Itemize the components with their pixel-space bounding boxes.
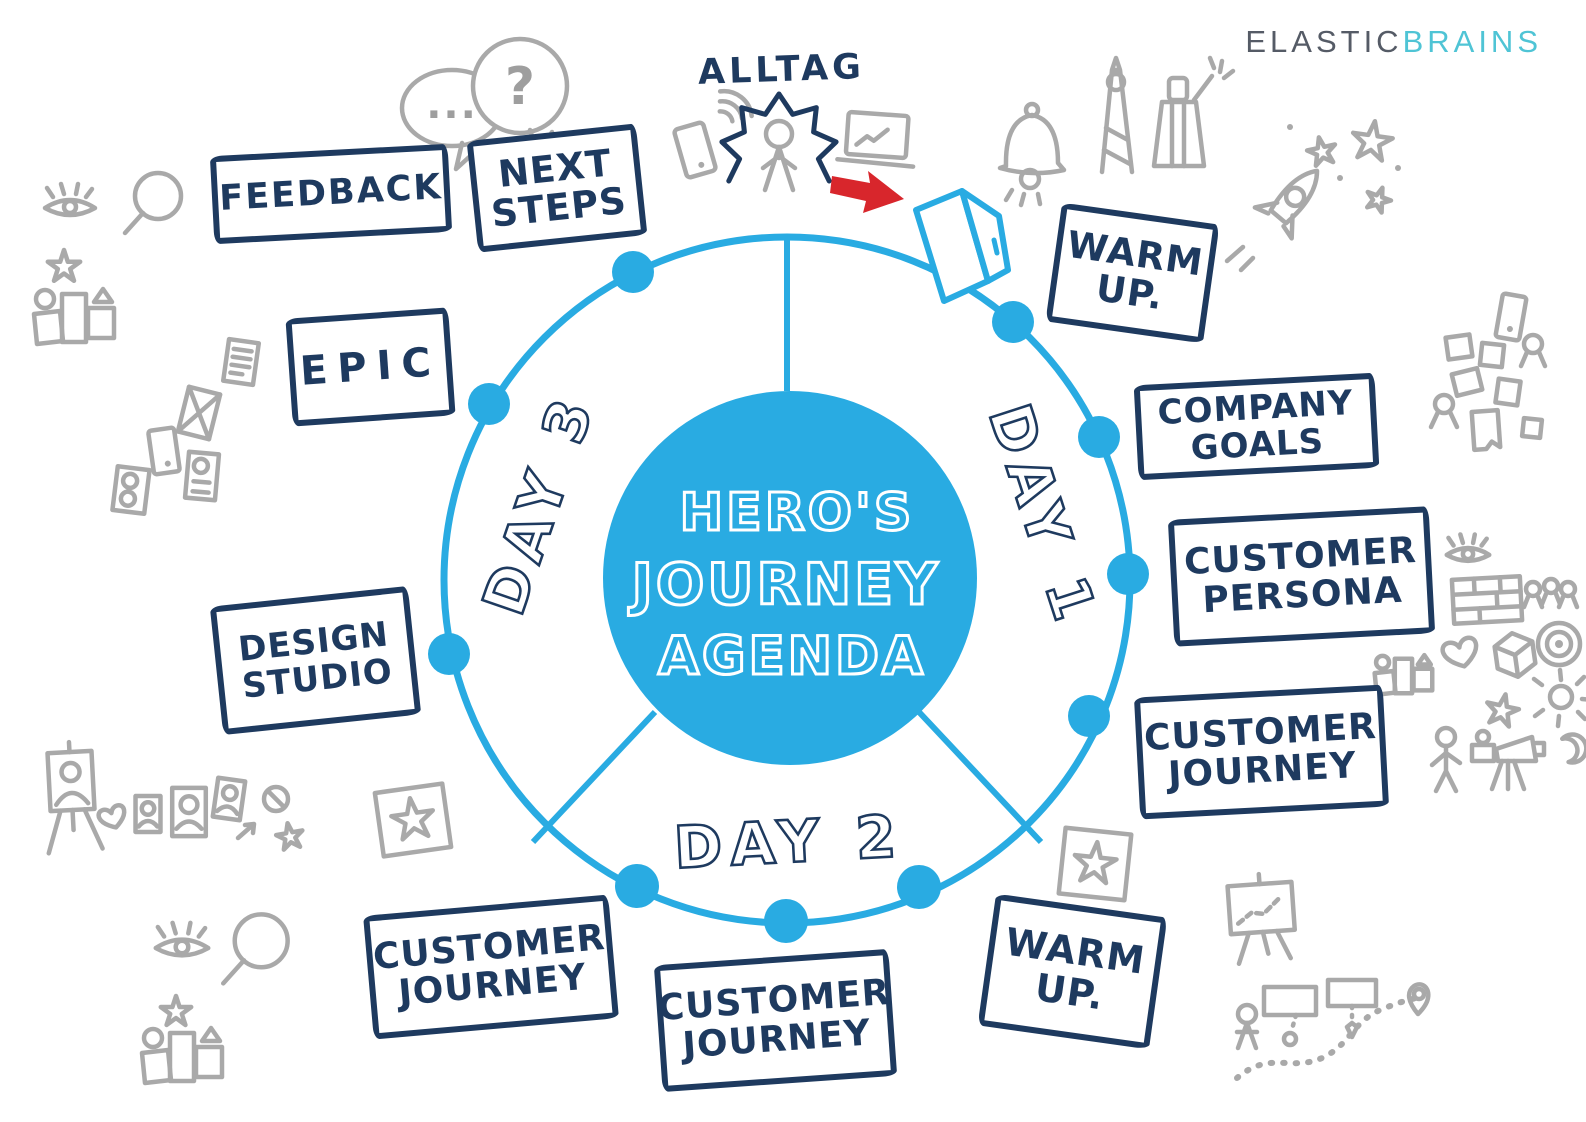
ring-dot (1107, 553, 1149, 595)
box-customer-journey-right: CUSTOMER JOURNEY (1133, 684, 1390, 820)
star-icon (1483, 691, 1521, 728)
magnifier-icon (125, 173, 181, 233)
winner-podium-icon (142, 1028, 222, 1083)
open-door-icon (913, 188, 1011, 304)
people-icon (1428, 392, 1460, 430)
no-sign-icon (261, 784, 291, 814)
box-company-goals: COMPANY GOALS (1133, 372, 1380, 481)
alltag-label: ALLTAG (697, 47, 866, 93)
megaphone-crew-icon (1429, 725, 1547, 794)
rocket-icon (1224, 168, 1320, 273)
tower-icon (1099, 55, 1135, 175)
sun-icon (1531, 667, 1586, 729)
star-icon (274, 821, 305, 851)
ring-dot (615, 864, 659, 908)
question-mark-text: ? (505, 57, 537, 117)
red-arrow-icon (830, 171, 904, 213)
laptop-chart-icon (835, 109, 916, 169)
easel-portrait-icon (45, 739, 105, 856)
box-warm-up-top-right: WARM UP. (1045, 202, 1220, 344)
ring-dot (428, 633, 470, 675)
day-2-label: DAY 2 (672, 802, 905, 882)
box-customer-journey-bottom-left: CUSTOMER JOURNEY (363, 894, 619, 1040)
ring-dots (428, 251, 1149, 943)
brick-wall-icon (1449, 574, 1525, 626)
logo-secondary: BRAINS (1402, 24, 1542, 59)
box-warm-up-bottom-right: WARM UP. (977, 893, 1168, 1050)
star-in-square-icon (375, 784, 451, 857)
celebrating-person-icon (1151, 55, 1236, 169)
sticky-notes-icon (1428, 291, 1548, 453)
eye-icon (1444, 532, 1492, 563)
segment-divider (530, 709, 658, 845)
stars-icon (1287, 118, 1401, 214)
ellipsis-text: ... (426, 82, 478, 128)
magnifier-icon (223, 914, 287, 983)
box-epic: EPIC (285, 307, 456, 427)
stress-aura-icon (719, 91, 839, 184)
ring-dot (1078, 416, 1120, 458)
eye-icon (45, 184, 95, 215)
winner-podium-icon (34, 289, 114, 344)
ring-dot (897, 865, 941, 909)
box-feedback: FEEDBACK (209, 143, 453, 245)
people-icon (1521, 576, 1580, 610)
heart-icon (97, 804, 128, 832)
location-pin-icon (1406, 982, 1431, 1017)
ring-dot (612, 251, 654, 293)
center-title-line3: AGENDA (658, 626, 926, 687)
winner-podium-icon (1373, 653, 1434, 697)
elasticbrains-logo: ELASTICBRAINS (1245, 24, 1542, 60)
box-next-steps: NEXT STEPS (466, 123, 648, 253)
small-arrow-icon (235, 821, 257, 841)
ring-dot (992, 301, 1034, 343)
center-circle (603, 391, 977, 765)
documents-icon (110, 336, 262, 517)
center-title-line1: HERO'S (680, 483, 915, 543)
moon-icon (1560, 732, 1586, 765)
ring-dot (764, 899, 808, 943)
easel-chart-icon (1225, 871, 1298, 966)
star-icon (161, 996, 191, 1025)
cube-icon (1492, 630, 1538, 680)
ring-dot (1068, 695, 1110, 737)
box-customer-persona: CUSTOMER PERSONA (1167, 506, 1436, 647)
heart-icon (1441, 636, 1481, 671)
journey-path-icon (1234, 977, 1431, 1081)
target-icon (1535, 620, 1583, 668)
box-customer-journey-bottom-center: CUSTOMER JOURNEY (653, 948, 898, 1093)
phone-icon (672, 120, 718, 180)
star-icon (48, 250, 80, 281)
eye-icon (156, 923, 209, 956)
bell-icon (997, 101, 1067, 208)
star-in-square-icon (1059, 828, 1132, 901)
segment-divider (916, 709, 1044, 845)
portrait-cards-icon (133, 775, 248, 836)
stressed-person-icon (760, 118, 798, 193)
box-design-studio: DESIGN STUDIO (209, 585, 422, 736)
center-title-line2: JOURNEY (628, 552, 941, 618)
logo-primary: ELASTIC (1245, 24, 1403, 59)
ring-dot (468, 383, 510, 425)
people-icon (1518, 332, 1548, 369)
